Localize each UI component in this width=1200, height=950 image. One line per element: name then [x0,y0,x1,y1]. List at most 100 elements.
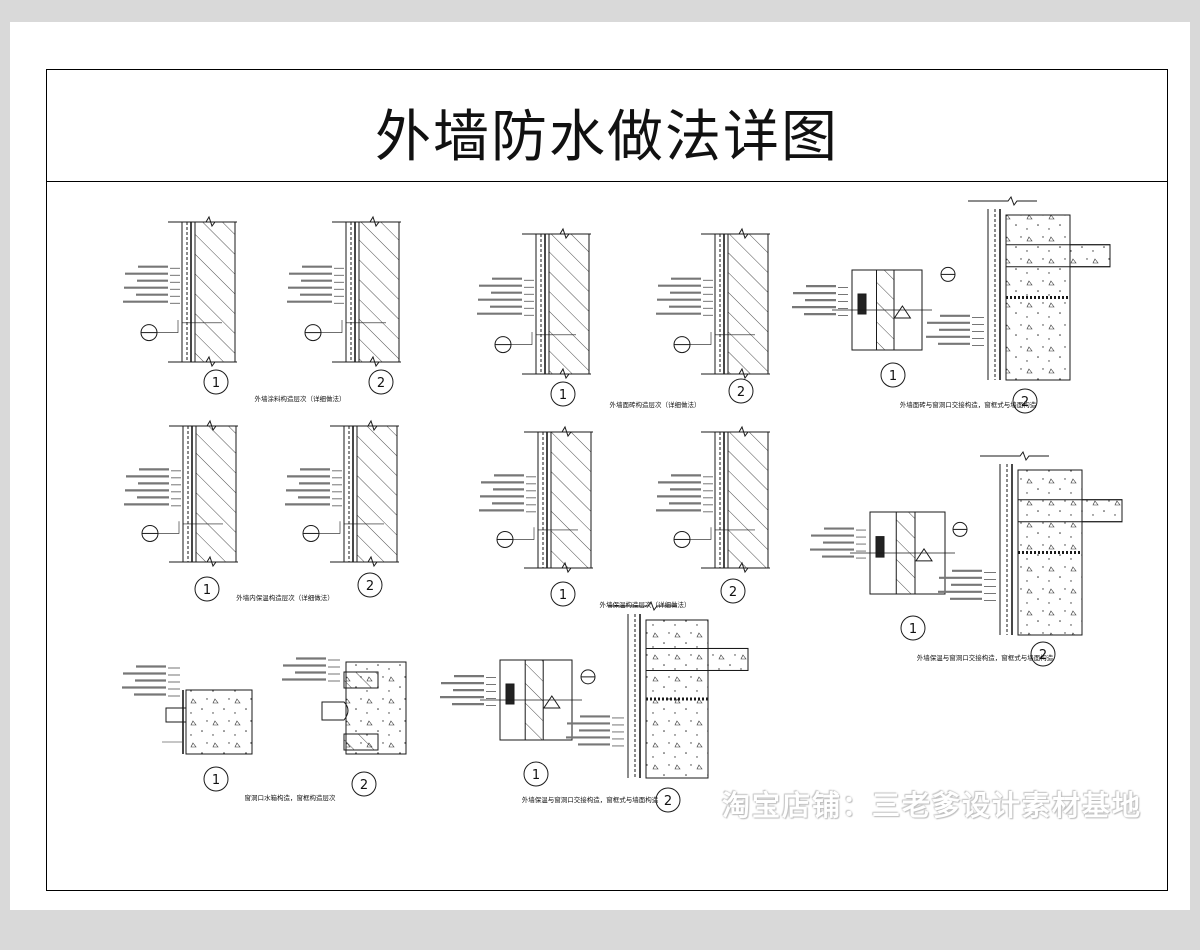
break-line [330,555,399,568]
drawing-sheet: 外墙防水做法详图 淘宝店铺：三老爹设计素材基地 [10,22,1190,910]
annotation-leaders [477,277,534,316]
annotation-leaders [656,474,713,513]
detail-number-label: 2 [729,585,737,600]
annotation-leaders [656,277,713,316]
window-jamb-e1 [792,269,932,351]
wall-detail-d2 [656,425,770,574]
wall-hatch [356,425,398,563]
wall-detail-c2 [285,419,399,568]
detail-number-label: 2 [360,778,368,793]
detail-number-label: 2 [1039,648,1047,663]
break-line [330,419,399,432]
annotation-leaders [479,474,536,513]
callout-leader [511,332,533,345]
detail-number: 2 [1012,388,1038,414]
annotation-leaders [124,468,181,507]
break-line [168,215,237,228]
detail-number-label: 2 [366,579,374,594]
break-line [701,367,770,380]
wall-detail-d1 [479,425,593,574]
detail-number-circle [550,381,576,407]
wall-detail-b2 [656,227,770,380]
detail-caption: 外墙内保温构造层次（详细做法） [236,593,334,602]
insulation-mark [542,695,561,709]
detail-caption: 外墙保温与窗洞口交接构造，窗框式与墙面构造 [522,795,659,804]
break-line [701,425,770,438]
title-band: 外墙防水做法详图 [47,70,1167,182]
detail-number-circle [728,378,754,404]
wall-detail-c1 [124,419,238,568]
detail-number-circle [900,615,926,641]
break-line [980,450,1049,462]
detail-number: 1 [203,369,229,395]
annotation-leaders [440,674,496,706]
detail-number-label: 2 [377,376,385,391]
sealant-block [875,536,885,558]
group-exterior-insulation: 1 2 外墙保温构造层次（详细做法） [479,425,770,609]
brick-course [343,733,379,751]
slab-junction-g2 [566,600,749,779]
detail-number-label: 1 [559,588,567,603]
detail-caption: 外墙保温构造层次（详细做法） [600,600,691,609]
break-line [169,555,238,568]
wall-hatch [550,431,592,569]
detail-number: 2 [357,572,383,598]
wall-hatch [194,221,236,363]
detail-number: 2 [720,578,746,604]
detail-number: 1 [880,362,906,388]
brick-course [343,671,379,689]
wall-hatch [727,233,769,375]
detail-number: 2 [655,787,681,813]
slab-junction-e2 [926,195,1111,381]
detail-number: 1 [900,615,926,641]
annotation-leaders [123,265,180,304]
break-line [524,425,593,438]
break-line [701,227,770,240]
slab-junction-f2 [938,450,1123,636]
window-jamb-f1 [810,511,955,595]
detail-number-circle [351,771,377,797]
wall-hatch [727,431,769,569]
concrete-body [185,689,253,755]
callout-leader [158,521,180,534]
window-jamb-g1 [440,659,582,741]
annotation-leaders [282,657,340,682]
detail-number-label: 1 [203,583,211,598]
slab-projection [1081,499,1123,523]
detail-number: 1 [550,581,576,607]
callout-leader [157,320,179,333]
detail-number: 2 [728,378,754,404]
wall-hatch [195,425,237,563]
callout-leader [690,527,712,540]
detail-number-circle [655,787,681,813]
sealant-block [505,683,515,705]
sealant-block [857,293,867,315]
detail-number-label: 1 [212,773,220,788]
detail-number-label: 1 [559,388,567,403]
sill-detail-h2 [282,657,407,755]
detail-number-label: 2 [737,385,745,400]
annotation-leaders [566,715,624,747]
detail-number-label: 1 [532,768,540,783]
annotation-leaders [287,265,344,304]
detail-caption: 外墙保温与窗洞口交接构造，窗框式与墙面构造 [917,653,1054,662]
detail-number-circle [203,766,229,792]
break-line [332,215,401,228]
sill-profile [321,701,349,721]
detail-number: 1 [523,761,549,787]
wall-detail-a2 [287,215,401,368]
detail-caption: 窗洞口水箱构造，窗框构造层次 [245,793,337,802]
detail-number: 1 [194,576,220,602]
detail-number-circle [720,578,746,604]
drawing-title: 外墙防水做法详图 [375,105,839,170]
wall-detail-b1 [477,227,591,380]
break-line [968,195,1037,207]
group-window-sill: 1 2 窗洞口水箱构造，窗框构造层次 [122,657,407,802]
annotation-leaders [926,314,984,346]
watermark-text: 淘宝店铺：三老爹设计素材基地 [721,789,1142,822]
break-line [524,561,593,574]
wall-hatch [358,221,400,363]
detail-number: 1 [203,766,229,792]
annotation-leaders [810,527,866,559]
